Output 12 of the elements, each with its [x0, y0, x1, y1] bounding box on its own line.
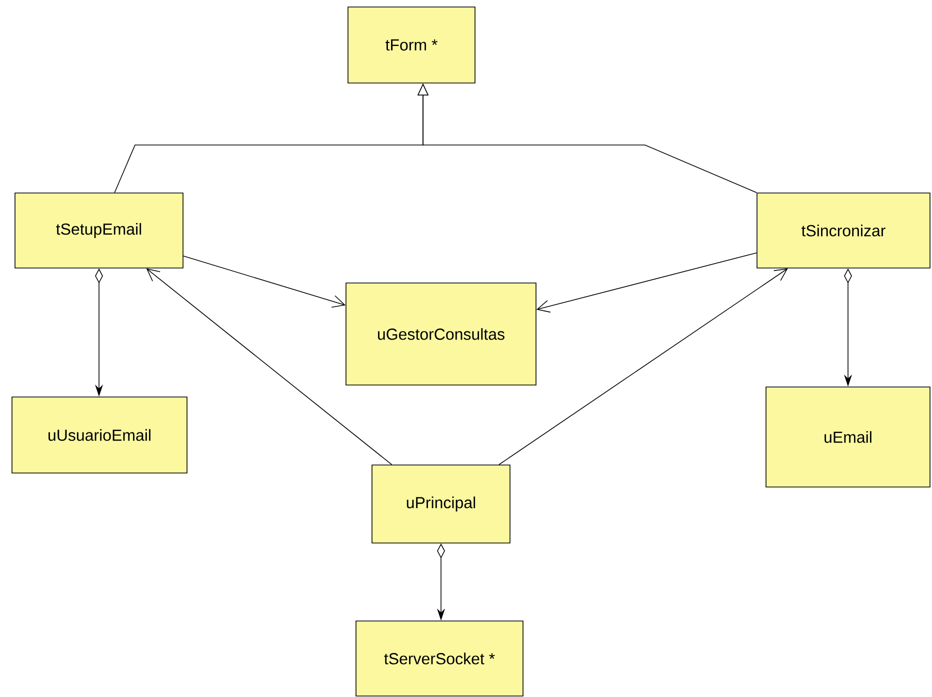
class-box: tServerSocket *: [356, 620, 524, 696]
class-box: uEmail: [766, 386, 930, 488]
arrow: [536, 252, 757, 313]
arrow: [498, 268, 788, 465]
class-box: uPrincipal: [372, 464, 510, 544]
class-box: tSetupEmail: [14, 192, 184, 268]
class-box: uUsuarioEmail: [12, 396, 188, 474]
class-box: tSincronizar: [756, 192, 930, 268]
class-box: uGestorConsultas: [346, 282, 536, 386]
class-box: tForm *: [348, 6, 476, 84]
arrow: [183, 256, 346, 308]
arrow: [146, 268, 392, 465]
